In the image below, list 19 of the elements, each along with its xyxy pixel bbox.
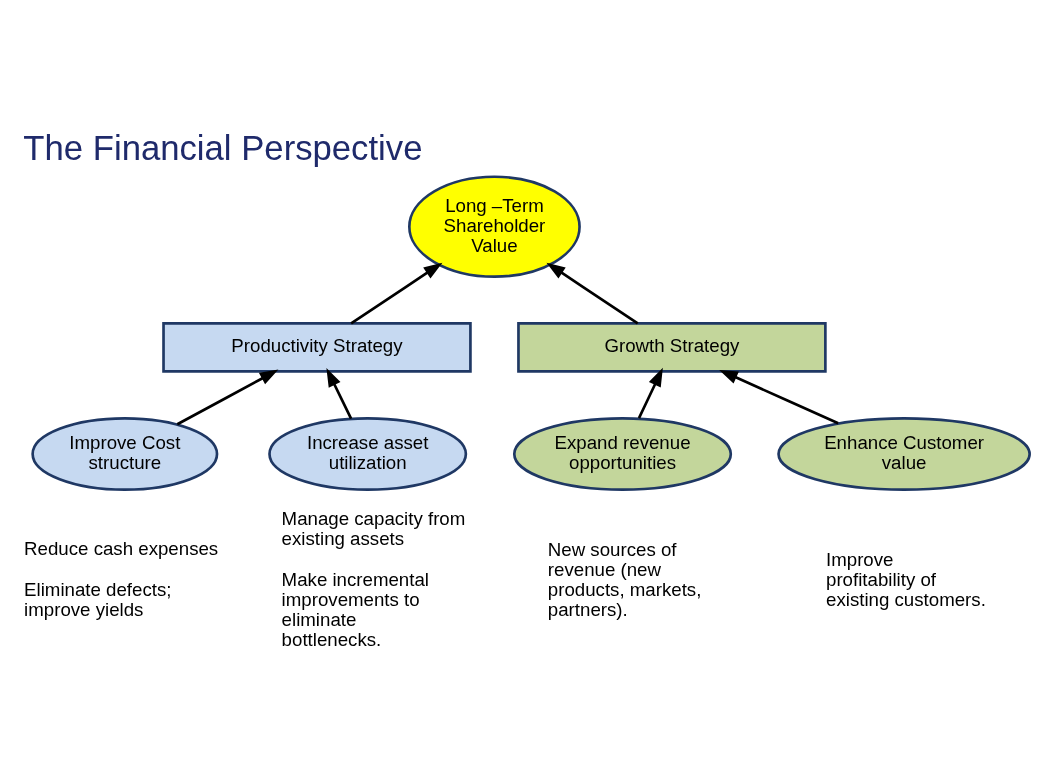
node-ellipse: Improve Cost structure bbox=[31, 417, 219, 492]
node-label: Reduce cash expenses bbox=[24, 537, 219, 559]
node-box: Productivity Strategy bbox=[162, 322, 472, 373]
arrow bbox=[326, 368, 353, 420]
node-label: Manage capacity from existing assets bbox=[281, 507, 466, 549]
node-label: New sources of revenue (new products, markets, partners). bbox=[547, 538, 702, 620]
node-ellipse: Increase asset utilization bbox=[268, 417, 468, 492]
arrow bbox=[176, 369, 279, 426]
arrow bbox=[350, 262, 443, 325]
diagram-title: The Financial Perspective bbox=[23, 129, 423, 168]
node-label: Eliminate defects; improve yields bbox=[24, 579, 172, 621]
node-label: Make incremental improvements to eliminate bottlenecks. bbox=[281, 569, 429, 651]
arrow bbox=[546, 262, 639, 325]
node-label: Improve profitability of existing customers. bbox=[826, 548, 986, 610]
arrow bbox=[719, 369, 839, 425]
node-ellipse: Expand revenue opportunities bbox=[512, 417, 733, 492]
arrow bbox=[637, 367, 663, 419]
node-ellipse: Enhance Customer value bbox=[777, 417, 1031, 492]
node-box: Growth Strategy bbox=[517, 322, 827, 373]
